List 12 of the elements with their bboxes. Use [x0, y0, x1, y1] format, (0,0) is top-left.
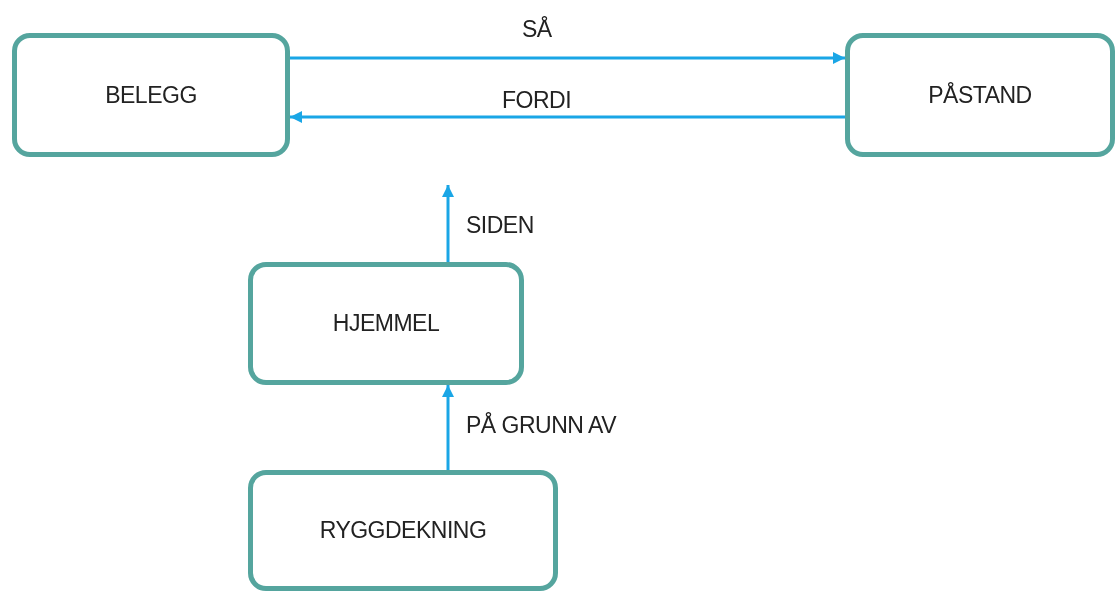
node-label: RYGGDEKNING: [319, 517, 487, 544]
process-box: [845, 33, 1115, 157]
arrow: [290, 52, 845, 64]
arrow: [442, 385, 454, 470]
arrow: [442, 185, 454, 262]
arrow: [290, 111, 845, 123]
node-label: PÅSTAND: [928, 81, 1032, 109]
node-label: HJEMMEL: [332, 310, 440, 337]
node-label: BELEGG: [105, 81, 197, 109]
process-box: [248, 262, 524, 385]
process-box: [12, 33, 290, 157]
process-box: [248, 470, 558, 591]
